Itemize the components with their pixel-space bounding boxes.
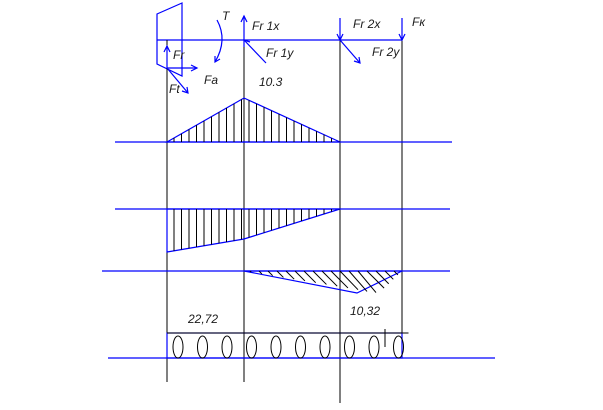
coil-mark: [368, 335, 380, 359]
moment-diagram-2: [166, 208, 341, 253]
hatch-line: [267, 270, 274, 277]
coil-mark: [172, 335, 184, 359]
hatch-line: [384, 270, 394, 280]
hatch-line: [303, 270, 317, 284]
hatch-3: [249, 270, 399, 293]
label-fr2y: Fr 2y: [372, 45, 400, 59]
hatch-line: [375, 270, 390, 285]
label-fr2x: Fr 2x: [353, 17, 381, 31]
value-moment-horizontal: 10,32: [350, 304, 380, 318]
coil-mark: [197, 335, 208, 359]
hatch-1: [173, 99, 340, 142]
label-fr: Fr: [173, 48, 185, 62]
moment-diagram-vertical: [164, 97, 341, 143]
hatch-line: [294, 270, 306, 282]
value-moment-vertical: 10.3: [259, 75, 283, 89]
torque-diagram: [166, 332, 403, 359]
hatch-line: [357, 270, 377, 293]
hatch-line: [258, 270, 263, 275]
hatch-line: [330, 270, 349, 289]
force-arrows: [163, 14, 406, 94]
moment-diagram-horizontal: [243, 270, 403, 294]
hatch-line: [249, 270, 252, 273]
hatch-line: [348, 270, 368, 292]
label-fa: Fa: [204, 73, 218, 87]
hatch-line: [312, 270, 327, 285]
gear-outline: [156, 2, 183, 77]
label-fr1x: Fr 1x: [252, 19, 280, 33]
coil-mark: [393, 335, 404, 359]
label-torque: T: [222, 9, 231, 23]
coil-mark: [270, 335, 282, 359]
torque-hatch: [168, 332, 409, 359]
value-torque: 22,72: [187, 312, 218, 326]
hatch-line: [276, 270, 284, 278]
coil-mark: [246, 335, 257, 359]
hatch-line: [366, 270, 385, 289]
label-ft: Ft: [169, 82, 180, 96]
coil-mark: [319, 335, 331, 359]
hatch-line: [321, 270, 338, 287]
coil-mark: [344, 335, 355, 359]
label-fr1y: Fr 1y: [266, 46, 294, 60]
coil-mark: [221, 335, 233, 359]
label-fk: Fк: [412, 15, 426, 29]
hatch-line: [339, 270, 359, 291]
coil-mark: [295, 335, 306, 359]
hatch-line: [285, 270, 295, 280]
hatch-2: [173, 209, 340, 251]
hatch-line: [393, 270, 399, 276]
